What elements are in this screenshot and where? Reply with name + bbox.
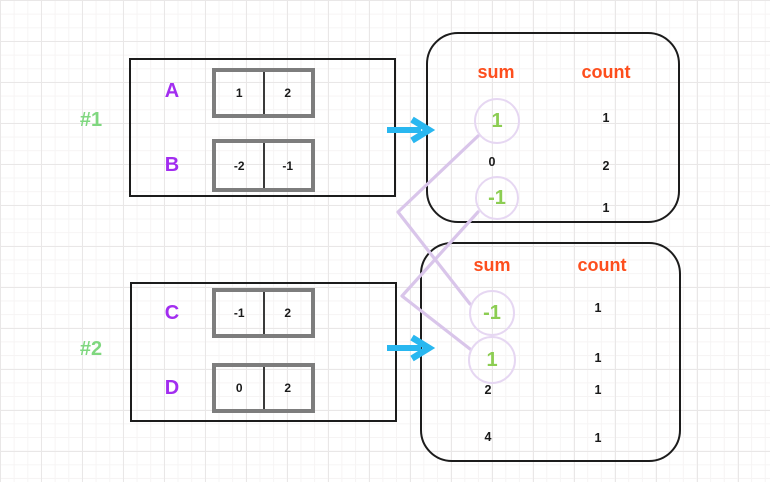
example1-count-value: 1 [602, 110, 610, 125]
array-d-label: D [164, 377, 180, 399]
array-d-cell-0: 0 [235, 381, 243, 395]
example2-count-header: count [577, 255, 627, 275]
array-a-cell-0: 1 [235, 86, 243, 100]
example2-sum-value: 1 [486, 349, 498, 371]
array-d: 0 2 [212, 363, 315, 413]
example1-sum-value: -1 [488, 187, 506, 209]
array-b-label: B [164, 154, 180, 176]
example2-input-box [130, 282, 397, 422]
example2-sum-value: 4 [484, 429, 492, 444]
array-d-cell-1: 2 [262, 367, 312, 409]
example1-sum-header: sum [477, 62, 515, 82]
example2-label: #2 [79, 338, 103, 360]
array-a-cell-1: 2 [262, 72, 312, 114]
example1-result-box [426, 32, 680, 223]
example1-label: #1 [79, 109, 103, 131]
array-a-label: A [164, 80, 180, 102]
array-c-cell-1: 2 [262, 292, 312, 334]
example1-count-header: count [581, 62, 631, 82]
example2-count-value: 1 [594, 350, 602, 365]
array-b: -2 -1 [212, 139, 315, 192]
example1-count-value: 2 [602, 158, 610, 173]
example2-result-box [420, 242, 681, 462]
example2-count-value: 1 [594, 300, 602, 315]
array-c-label: C [164, 302, 180, 324]
array-b-cell-1: -1 [262, 143, 312, 188]
example2-count-value: 1 [594, 382, 602, 397]
array-b-cell-0: -2 [233, 158, 245, 173]
example2-sum-value: 2 [484, 382, 492, 397]
example2-count-value: 1 [594, 430, 602, 445]
array-c: -1 2 [212, 288, 315, 338]
example1-count-value: 1 [602, 200, 610, 215]
example2-sum-header: sum [473, 255, 511, 275]
example1-sum-value: 1 [491, 110, 503, 132]
example1-sum-value: 0 [488, 154, 496, 169]
array-a: 1 2 [212, 68, 315, 118]
example2-sum-value: -1 [483, 302, 501, 324]
array-c-cell-0: -1 [233, 306, 245, 320]
